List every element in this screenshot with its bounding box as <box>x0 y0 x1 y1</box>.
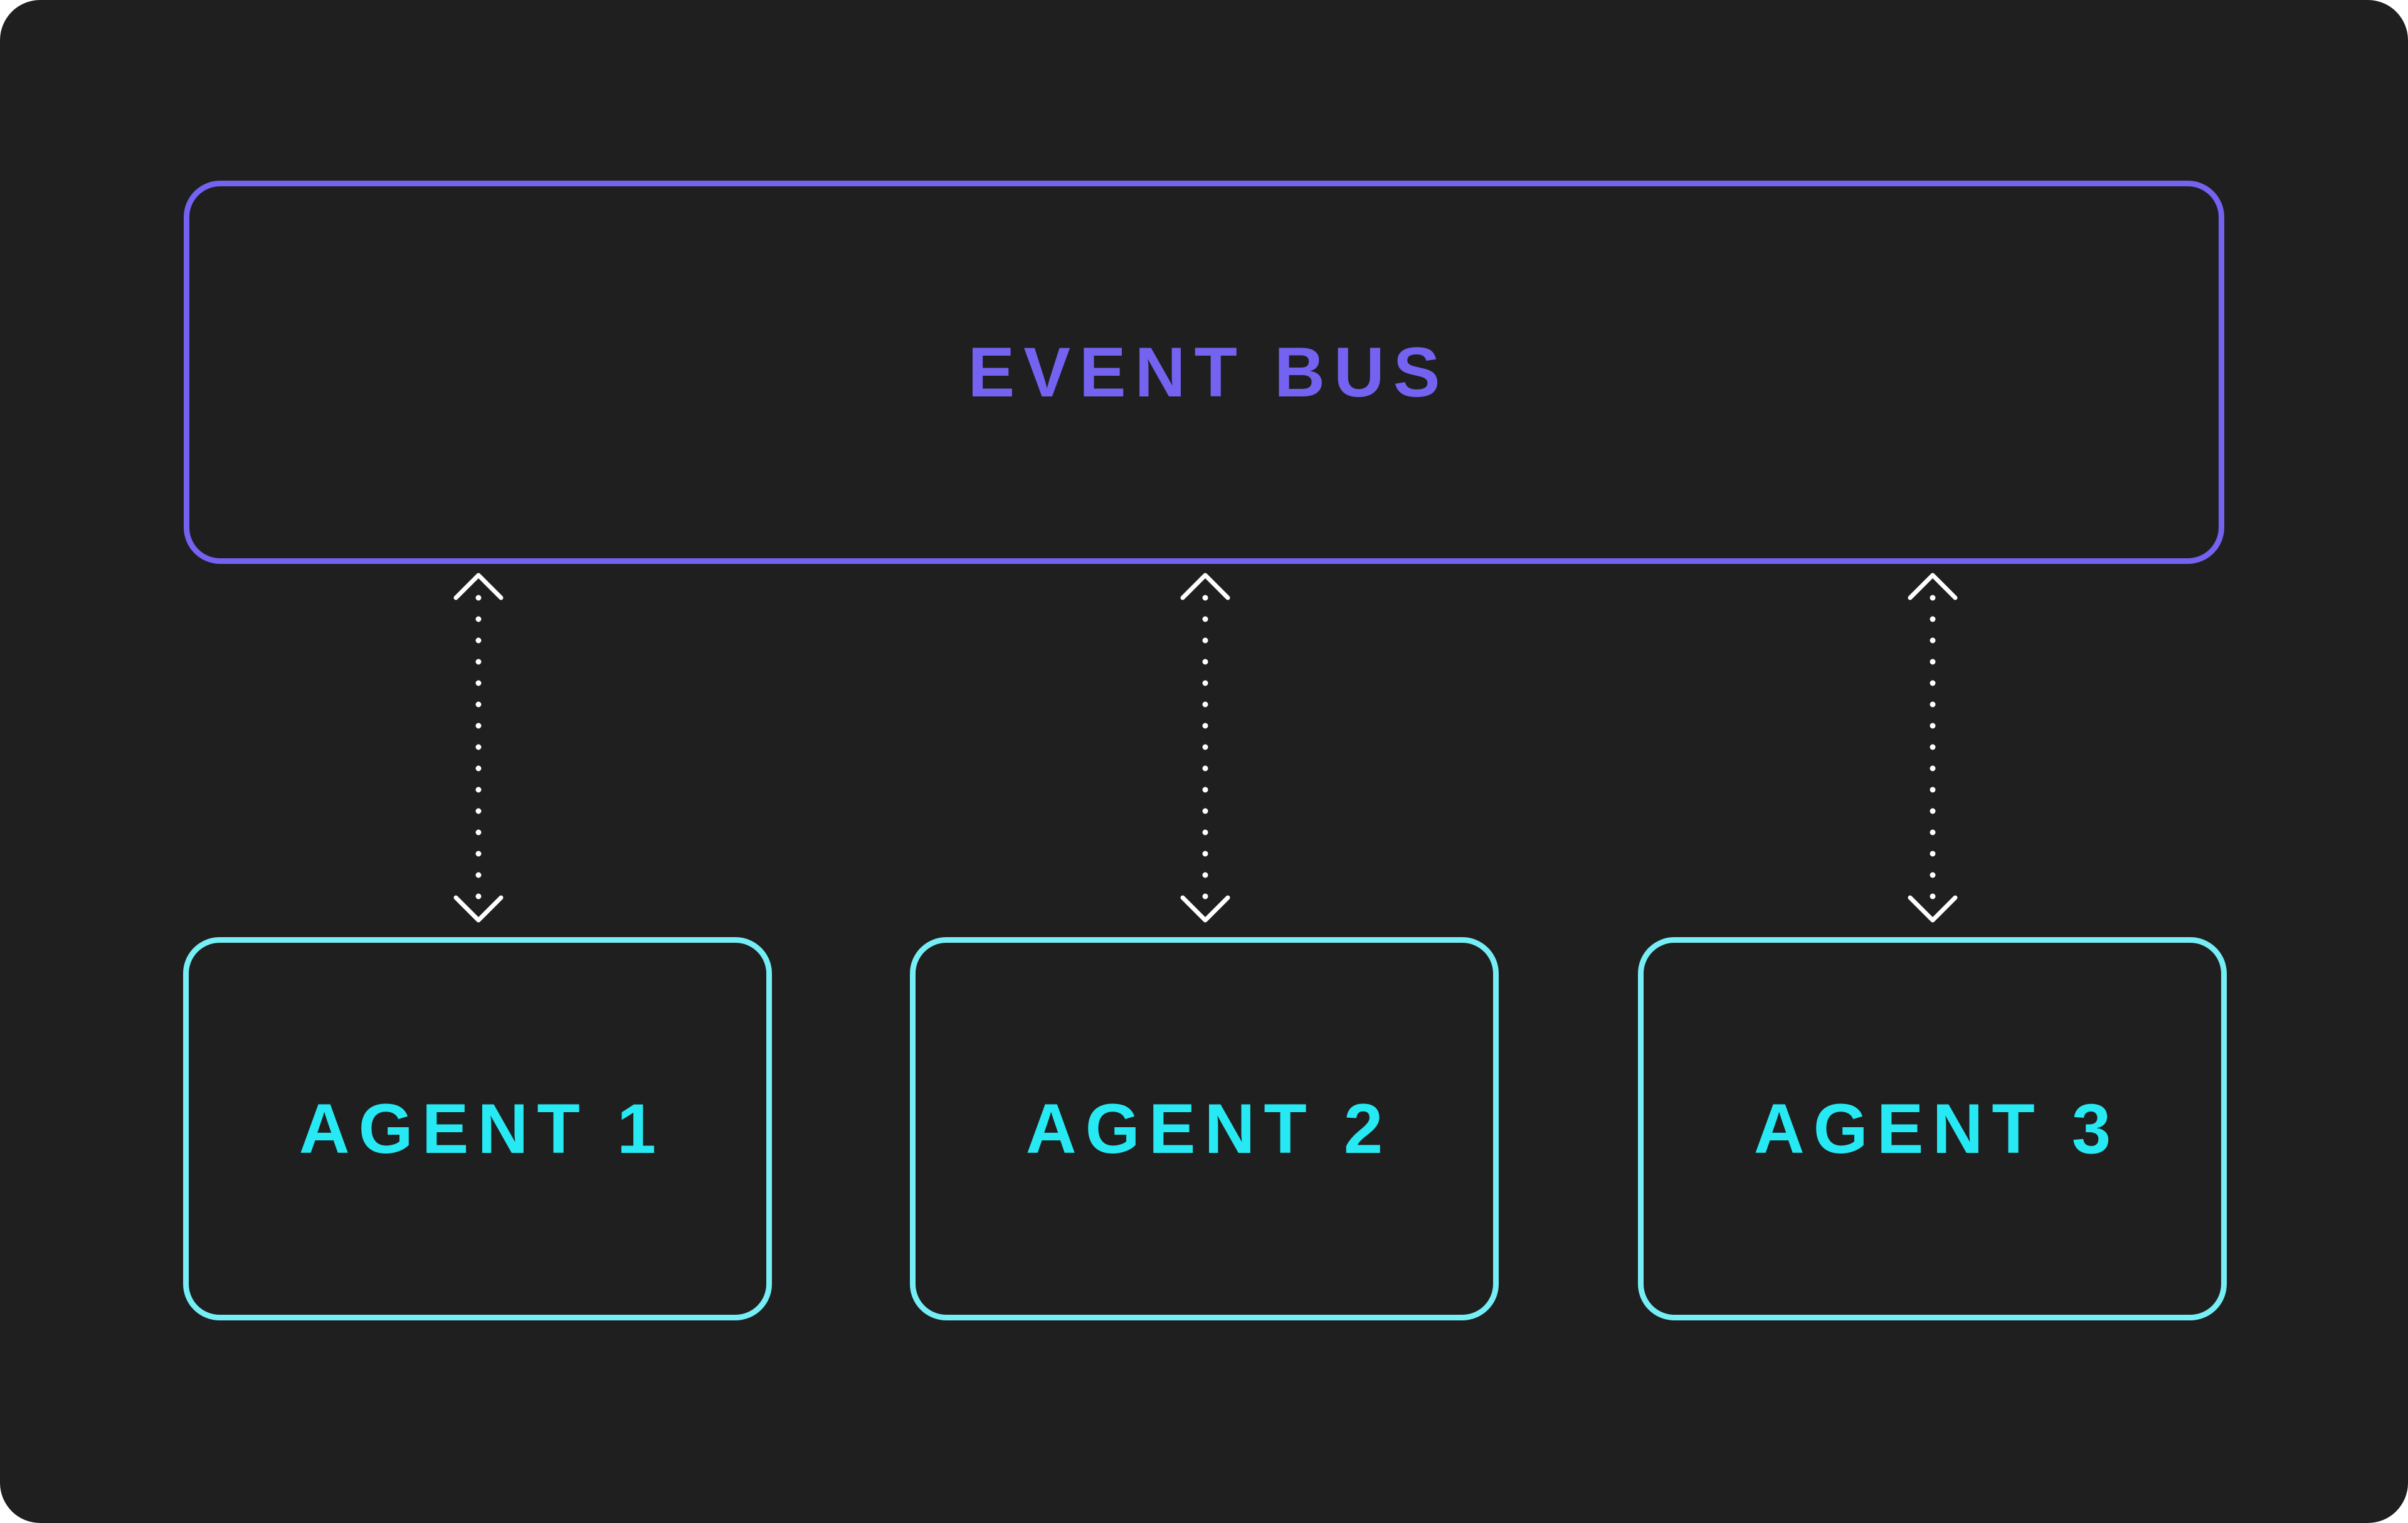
connector-agent-2 <box>1180 573 1230 923</box>
agent-3-label: AGENT 3 <box>1753 1090 2120 1168</box>
connector-arrowhead-down-2 <box>1180 895 1230 923</box>
connector-arrowhead-up-1 <box>453 573 504 600</box>
connector-arrowhead-up-3 <box>1908 573 1958 600</box>
agent-2-box: AGENT 2 <box>910 937 1499 1320</box>
event-bus-label: EVENT BUS <box>968 333 1449 411</box>
connector-agent-1 <box>453 573 504 923</box>
event-bus-box: EVENT BUS <box>184 181 2224 564</box>
agent-1-box: AGENT 1 <box>183 937 772 1320</box>
agent-3-box: AGENT 3 <box>1638 937 2227 1320</box>
connector-agent-3 <box>1908 573 1958 923</box>
connector-arrowhead-up-2 <box>1180 573 1230 600</box>
connector-arrowhead-down-1 <box>453 895 504 923</box>
agent-2-label: AGENT 2 <box>1025 1090 1392 1168</box>
connector-arrowhead-down-3 <box>1908 895 1958 923</box>
agent-1-label: AGENT 1 <box>298 1090 665 1168</box>
